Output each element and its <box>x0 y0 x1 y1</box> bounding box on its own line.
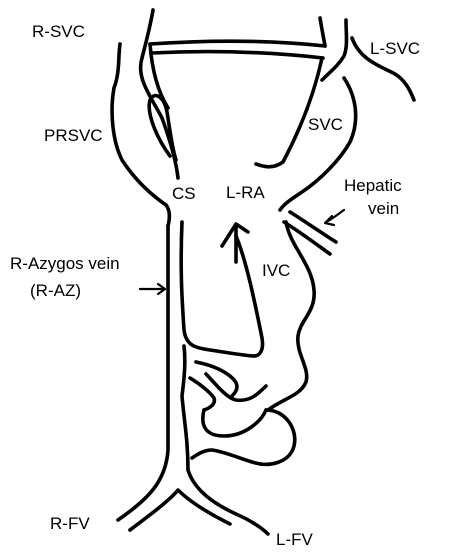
azygos-left-wall <box>118 226 168 520</box>
lower-loop-bulge <box>192 410 295 464</box>
label-l-fv: L-FV <box>276 530 314 549</box>
label-ivc: IVC <box>262 261 290 280</box>
label-l-svc: L-SVC <box>370 39 420 58</box>
cross-connection-upper <box>150 41 325 46</box>
azygos-right-wall <box>181 222 254 356</box>
label-r-svc: R-SVC <box>32 22 85 41</box>
label-r-fv: R-FV <box>50 514 90 533</box>
label-hepatic: Hepatic <box>344 176 402 195</box>
l-svc-top-ridge <box>320 18 325 46</box>
labels: R-SVC L-SVC PRSVC SVC CS L-RA Hepatic ve… <box>10 22 420 549</box>
label-r-az: (R-AZ) <box>30 281 81 300</box>
hepatic-vein-upper <box>290 212 336 242</box>
ivc-left-wall <box>236 236 263 356</box>
label-svc: SVC <box>308 115 343 134</box>
cross-connection-lower <box>152 52 323 58</box>
atrium-right-wall <box>256 58 322 167</box>
ivc-right-wall <box>268 222 314 410</box>
hepatic-pointer-arrow <box>325 210 344 225</box>
label-hepatic-vein: vein <box>368 199 399 218</box>
cs-lower-wall <box>166 205 169 226</box>
r-az-pointer-arrow <box>140 284 165 294</box>
lower-loop <box>203 410 266 436</box>
label-cs: CS <box>172 184 196 203</box>
l-svc-inner-wall <box>322 20 347 80</box>
azygos-branch-lower <box>182 346 188 470</box>
communicating-channel-1 <box>196 362 237 396</box>
label-l-ra: L-RA <box>226 183 265 202</box>
label-r-azygos-vein: R-Azygos vein <box>10 254 120 273</box>
label-prsvc: PRSVC <box>44 126 103 145</box>
communicating-channel-2 <box>190 378 214 410</box>
